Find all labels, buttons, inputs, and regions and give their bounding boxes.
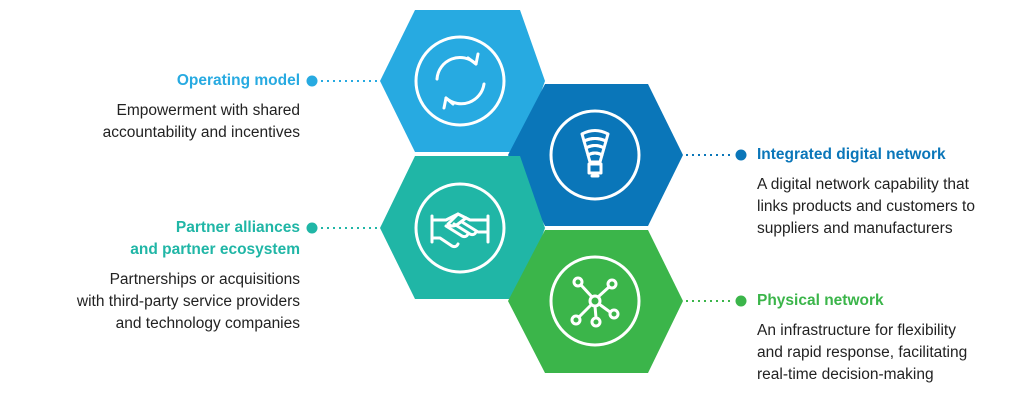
connector-partner-alliances (306, 222, 378, 234)
integrated-digital-network-desc-line: suppliers and manufacturers (757, 220, 953, 237)
operating-model-desc-line: Empowerment with shared (116, 102, 301, 119)
handshake-icon (414, 182, 506, 274)
partner-alliances-title-line: and partner ecosystem (130, 241, 300, 258)
hexagon-operating-model (380, 10, 545, 152)
integrated-digital-network-desc-line: links products and customers to (757, 198, 975, 215)
partner-alliances-description: Partnerships or acquisitions with third-… (0, 269, 300, 335)
physical-network-desc-line: An infrastructure for flexibility (757, 322, 956, 339)
hexagon-physical-network (508, 230, 683, 373)
label-integrated-digital-network: Integrated digital network A digital net… (757, 144, 1022, 240)
integrated-digital-network-description: A digital network capability that links … (757, 174, 1022, 240)
physical-network-description: An infrastructure for flexibility and ra… (757, 320, 1022, 386)
physical-network-desc-line: real-time decision-making (757, 366, 934, 383)
label-operating-model: Operating model Empowerment with shared … (0, 70, 300, 144)
physical-network-desc-line: and rapid response, facilitating (757, 344, 968, 361)
operating-model-description: Empowerment with shared accountability a… (0, 100, 300, 144)
partner-alliances-desc-line: and technology companies (115, 315, 300, 332)
connector-integrated-digital-network (686, 149, 747, 161)
label-physical-network: Physical network An infrastructure for f… (757, 290, 1022, 386)
integrated-digital-network-title: Integrated digital network (757, 146, 946, 163)
lightbulb-icon (549, 109, 641, 201)
hexagon-partner-alliances (380, 156, 545, 299)
connector-physical-network (686, 295, 747, 307)
partner-alliances-desc-line: Partnerships or acquisitions (109, 271, 300, 288)
partner-alliances-title: Partner alliances and partner ecosystem (0, 217, 300, 261)
network-nodes-icon (549, 255, 641, 347)
refresh-cycle-icon (414, 35, 506, 127)
label-partner-alliances: Partner alliances and partner ecosystem … (0, 217, 300, 335)
physical-network-title: Physical network (757, 292, 884, 309)
partner-alliances-desc-line: with third-party service providers (76, 293, 300, 310)
operating-model-desc-line: accountability and incentives (102, 124, 300, 141)
operating-model-title: Operating model (176, 72, 300, 89)
integrated-digital-network-desc-line: A digital network capability that (757, 176, 969, 193)
connector-operating-model (306, 75, 378, 87)
partner-alliances-title-line: Partner alliances (175, 219, 300, 236)
hexagon-integrated-digital-network (508, 84, 683, 226)
